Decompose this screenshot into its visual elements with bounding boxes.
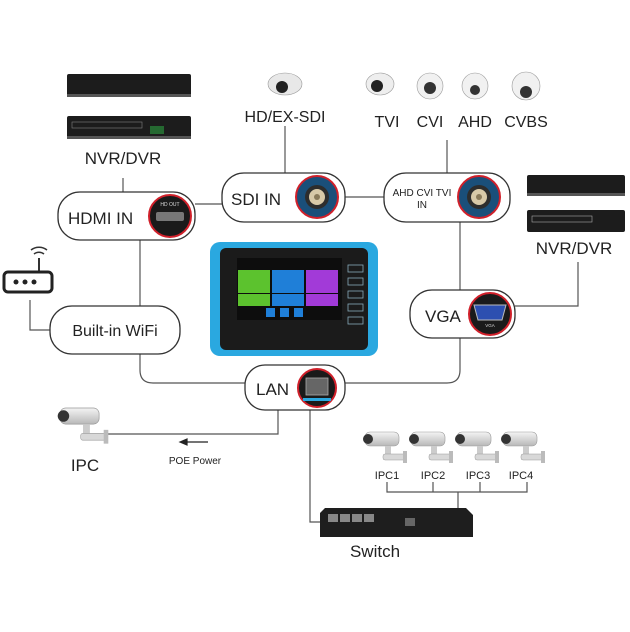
vga-label: VGA	[425, 307, 462, 326]
ipc2-camera-icon	[408, 431, 454, 464]
cvi-label: CVI	[417, 114, 444, 131]
lan-box: LAN	[244, 364, 346, 411]
hdmi-in-label: HDMI IN	[68, 209, 133, 228]
network-switch-image	[320, 508, 473, 537]
line-ipc-bracket	[386, 482, 528, 519]
line-lan-ipc	[108, 410, 279, 435]
ahd-label: AHD	[458, 114, 492, 131]
ahd-cvi-tvi-in-box: AHD CVI TVI IN	[383, 172, 511, 223]
sdi-in-box: SDI IN	[221, 172, 346, 223]
sdi-in-label: SDI IN	[231, 190, 281, 209]
tvi-label: TVI	[375, 114, 400, 131]
connection-lines	[29, 126, 579, 523]
line-vga-lan	[345, 338, 461, 384]
vga-port-label: VGA	[485, 323, 495, 328]
rj45-port-icon	[297, 368, 337, 408]
ipc4-camera-icon	[500, 431, 546, 464]
vga-port-icon: VGA	[468, 292, 512, 336]
ipc-label: IPC	[71, 456, 99, 475]
analog-camera-icons	[365, 71, 541, 101]
poe-arrow-icon	[178, 438, 208, 446]
bnc-port-icon	[457, 175, 501, 219]
nvr-dvr-left-label: NVR/DVR	[85, 149, 162, 168]
ipc3-label: IPC3	[466, 470, 490, 482]
nvr-dvr-right-label: NVR/DVR	[536, 239, 613, 258]
ipc1-label: IPC1	[375, 470, 399, 482]
nvr-dvr-right-devices	[527, 175, 625, 232]
nvr-dvr-left-devices	[67, 74, 191, 139]
ahd-cvi-tvi-label-line2: IN	[417, 200, 427, 211]
poe-power-label: POE Power	[169, 456, 222, 467]
hdmi-port-label: HD OUT	[160, 202, 179, 208]
switch-label: Switch	[350, 542, 400, 561]
line-lan-switch	[309, 410, 320, 523]
cvbs-label: CVBS	[504, 114, 548, 131]
ipc-camera-icon	[57, 407, 109, 445]
line-nvr-vga	[515, 262, 579, 307]
builtin-wifi-label: Built-in WiFi	[72, 323, 157, 340]
bnc-port-icon	[295, 175, 339, 219]
dome-camera-sdi-icon	[267, 72, 303, 96]
tester-device-image	[210, 242, 378, 356]
cvi-camera-icon	[416, 72, 444, 100]
vga-box: VGA VGA	[409, 289, 516, 339]
lan-label: LAN	[256, 380, 289, 399]
hdmi-port-icon: HD OUT	[148, 194, 192, 238]
ipc3-camera-icon	[454, 431, 500, 464]
hd-ex-sdi-label: HD/EX-SDI	[245, 109, 326, 126]
ipc2-label: IPC2	[421, 470, 445, 482]
tvi-camera-icon	[365, 72, 395, 96]
builtin-wifi-box: Built-in WiFi	[49, 305, 181, 355]
ahd-camera-icon	[461, 72, 489, 100]
hdmi-in-box: HDMI IN HD OUT	[57, 191, 196, 241]
cvbs-camera-icon	[511, 71, 541, 101]
ipc1-camera-icon	[362, 431, 408, 464]
ipc4-label: IPC4	[509, 470, 533, 482]
line-router-wifi	[29, 300, 50, 331]
line-hdmi-lan	[139, 240, 245, 384]
wifi-router-icon	[2, 246, 54, 294]
ahd-cvi-tvi-label-line1: AHD CVI TVI	[393, 188, 452, 199]
